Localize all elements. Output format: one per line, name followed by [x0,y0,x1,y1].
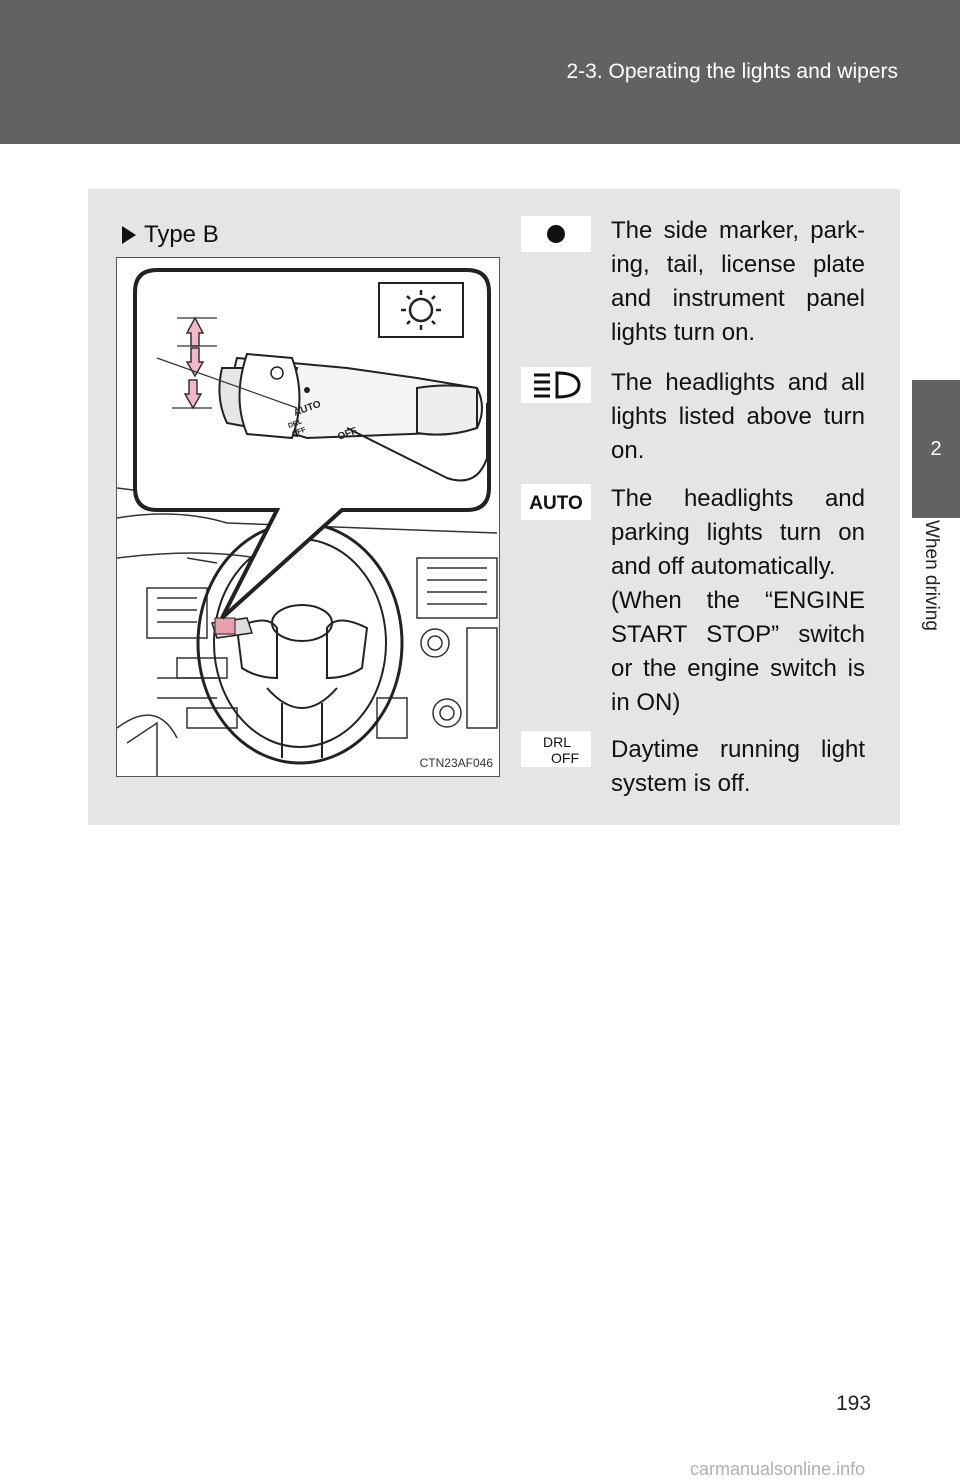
item-description: The headlights and parking lights turn o… [611,482,865,720]
item-description: The side marker, park-ing, tail, license… [611,217,865,346]
item-description: Daytime running light system is off. [611,736,865,797]
figure-code: CTN23AF046 [419,756,493,770]
auto-note: (When the “ENGINE START STOP” switch or … [611,587,865,716]
auto-description: The headlights and parking lights turn o… [611,485,865,580]
svg-text:DRL: DRL [543,734,571,750]
parking-light-dot-icon [521,216,591,252]
headlight-icon [521,367,591,403]
svg-text:OFF: OFF [551,750,579,766]
svg-text:AUTO: AUTO [529,493,582,514]
svg-text:OFF: OFF [291,426,307,438]
item-description: The headlights and all lights listed abo… [611,369,865,464]
light-switch-illustration: AUTO OFF DRL OFF CTN23AF046 [116,257,500,777]
type-heading: Type B [122,221,219,249]
auto-icon: AUTO [521,484,591,520]
triangle-bullet-icon [122,226,136,244]
watermark: carmanualsonline.info [690,1459,866,1479]
page-header: 2-3. Operating the lights and wipers [0,0,960,144]
chapter-tab-label: When driving [921,520,942,631]
chapter-tab-number[interactable]: 2 [912,380,960,518]
drl-off-icon: DRL OFF [521,731,591,767]
section-title: 2-3. Operating the lights and wipers [566,60,898,83]
svg-text:DRL: DRL [287,418,304,430]
page-number: 193 [836,1392,872,1415]
dashboard-drawing: AUTO OFF DRL OFF [117,268,498,776]
